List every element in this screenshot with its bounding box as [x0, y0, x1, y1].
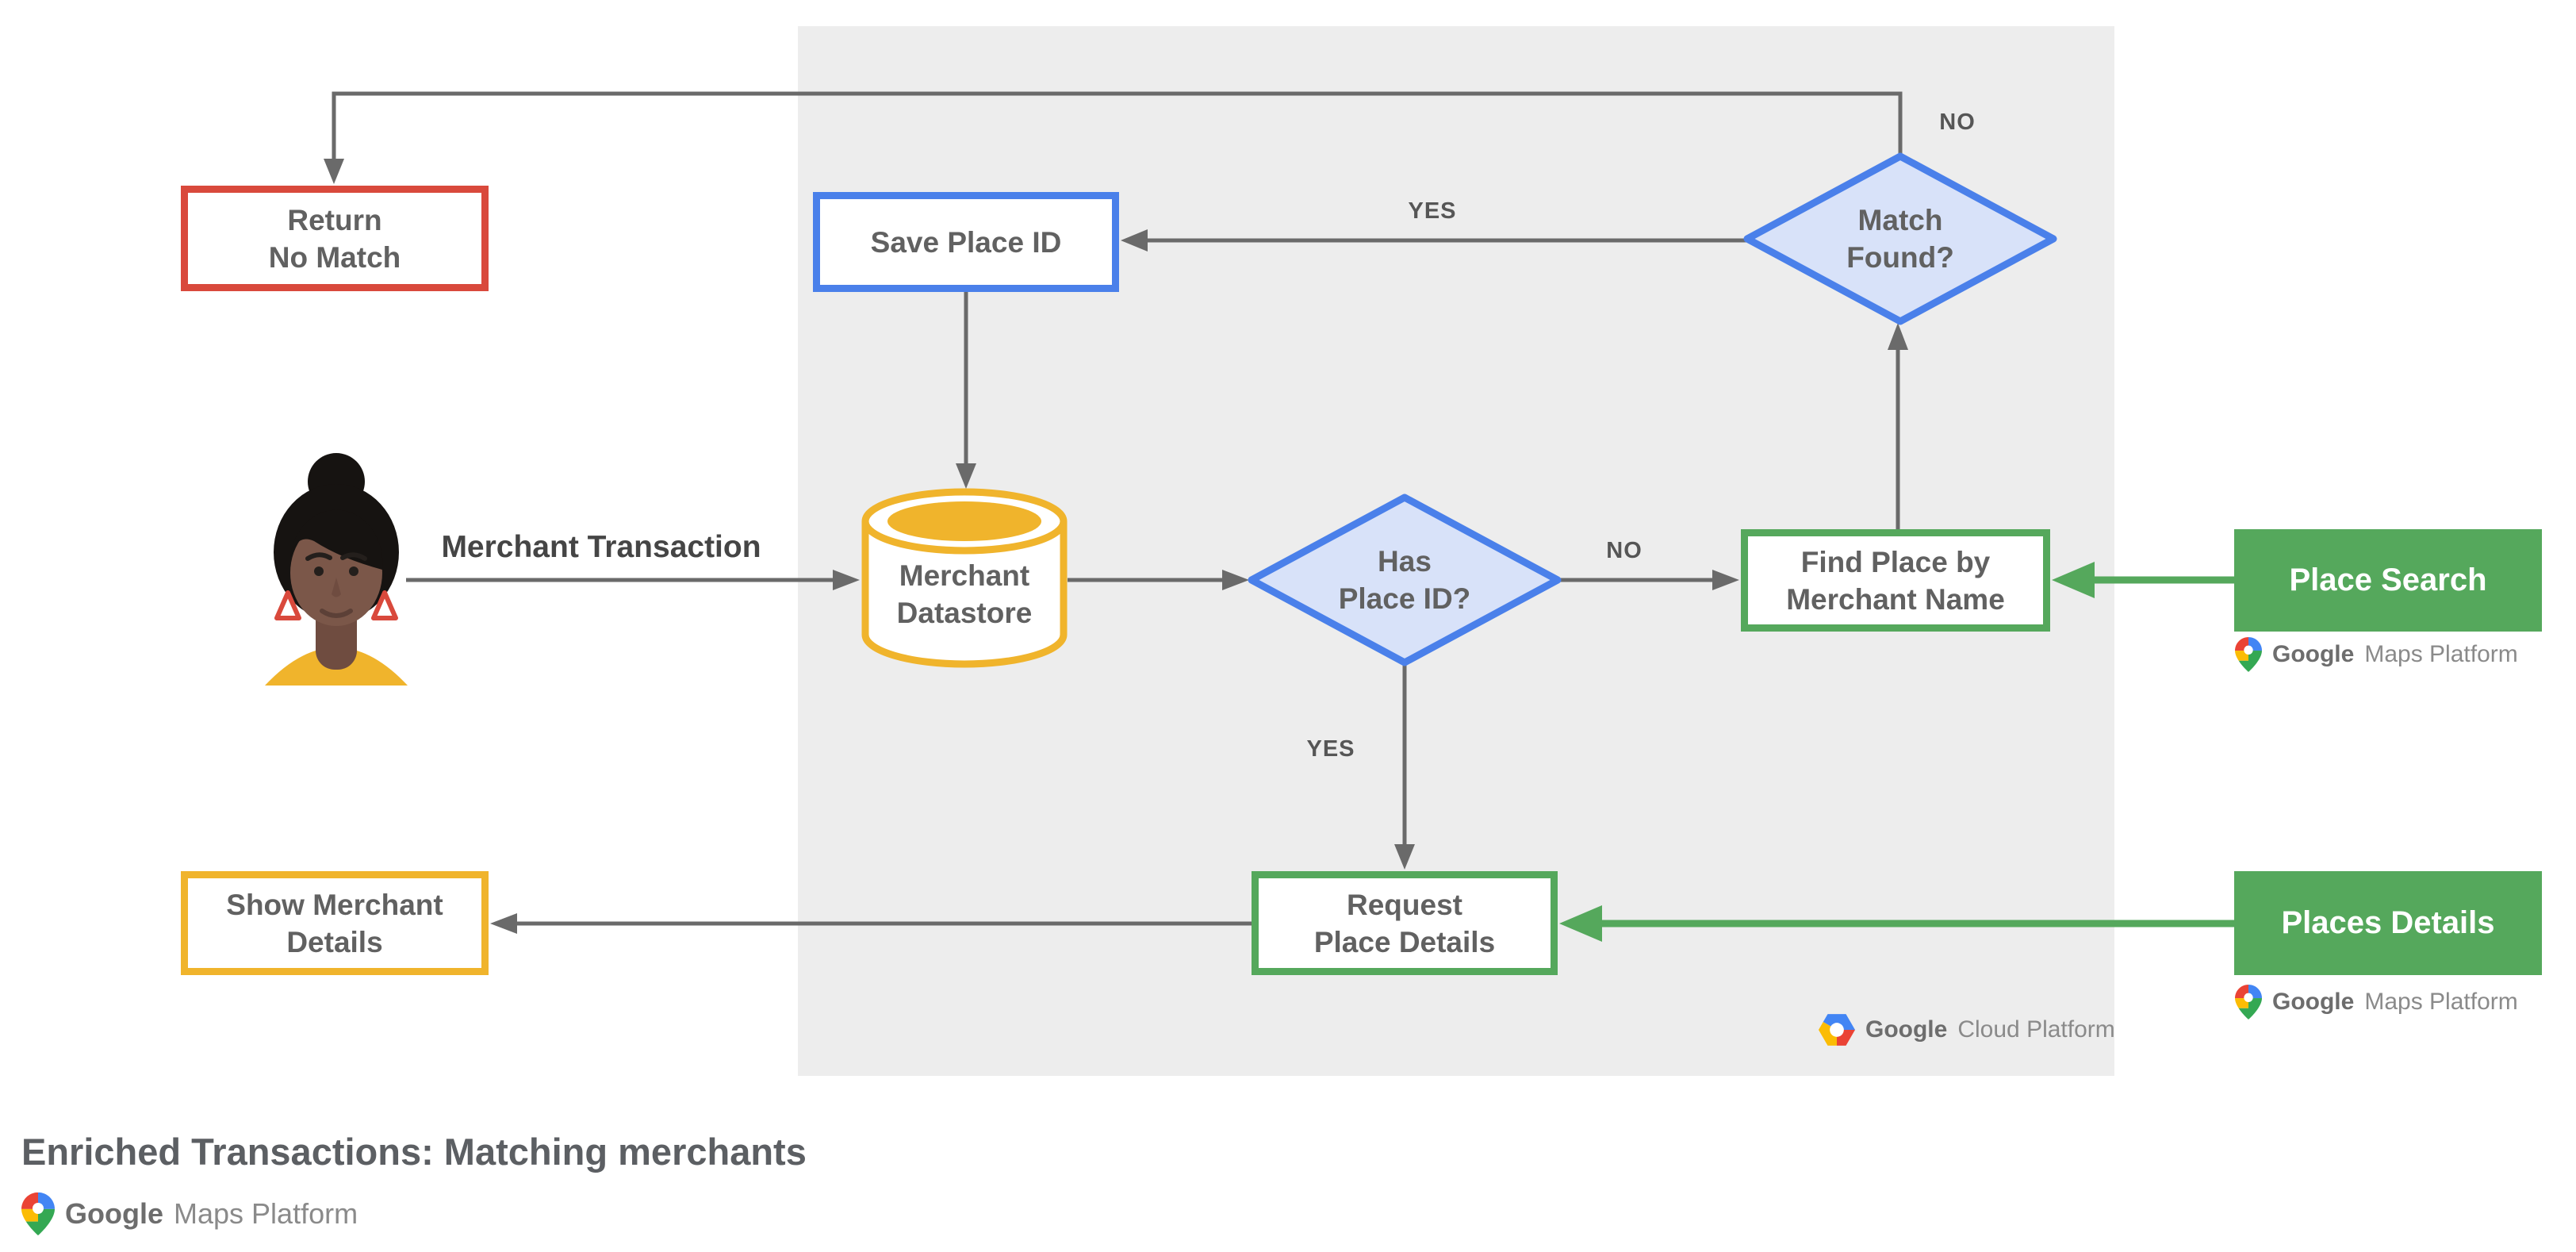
diagram-title: Enriched Transactions: Matching merchant…: [21, 1131, 807, 1173]
logo-text-product: Cloud Platform: [1957, 1016, 2115, 1043]
green-arrowheads: [1559, 562, 2095, 942]
cloud-platform-logo: Google Cloud Platform: [1819, 1014, 2115, 1046]
places-details-label: Places Details: [2281, 905, 2495, 940]
maps-pin-icon: [2235, 637, 2262, 672]
logo-text-product: Maps Platform: [2364, 989, 2518, 1015]
show-merchant-details-label-line1: Show Merchant: [226, 888, 443, 921]
logo-text-google: Google: [2272, 989, 2355, 1015]
logo-text-product: Maps Platform: [174, 1197, 358, 1230]
merchant-transaction-label: Merchant Transaction: [441, 530, 761, 564]
find-place-by-merchant-name-box: Find Place by Merchant Name: [1741, 529, 2050, 632]
merchant-datastore-cylinder: [861, 488, 1068, 668]
place-search-api-box: Place Search: [2234, 529, 2542, 632]
has-place-id-diamond: [1248, 494, 1562, 666]
save-place-id-label: Save Place ID: [870, 225, 1062, 259]
maps-platform-logo-footer: Google Maps Platform: [21, 1192, 358, 1236]
green-connectors: [1599, 576, 2234, 927]
logo-text-google: Google: [2272, 641, 2355, 667]
customer-avatar: [265, 453, 408, 686]
edge-label-no-top: NO: [1939, 109, 1976, 135]
logo-text-google: Google: [65, 1197, 163, 1230]
maps-pin-icon: [2235, 985, 2262, 1020]
match-found-diamond: [1743, 152, 2057, 325]
edge-label-yes-request: YES: [1306, 736, 1355, 762]
match-found-label: Match Found?: [1846, 204, 1954, 274]
show-merchant-details-label-line2: Details: [286, 925, 383, 958]
logo-text-google: Google: [1865, 1016, 1948, 1043]
find-place-label-line1: Find Place by: [1800, 545, 1991, 578]
save-place-id-box: Save Place ID: [813, 192, 1119, 292]
edge-label-yes-save: YES: [1408, 198, 1457, 224]
show-merchant-details-box: Show Merchant Details: [181, 871, 489, 975]
edge-no-feedback: [332, 91, 1903, 160]
request-place-details-label-line2: Place Details: [1313, 925, 1496, 958]
return-no-match-box: Return No Match: [181, 186, 489, 291]
maps-pin-icon: [21, 1192, 55, 1236]
return-no-match-label-line1: Return: [287, 203, 382, 236]
merchant-datastore-label: Merchant Datastore: [896, 559, 1033, 629]
gray-connectors: [332, 91, 1903, 926]
maps-platform-logo-places-details: Google Maps Platform: [2235, 984, 2518, 1020]
request-place-details-label-line1: Request: [1347, 888, 1462, 921]
logo-text-product: Maps Platform: [2364, 641, 2518, 667]
request-place-details-box: Request Place Details: [1252, 871, 1558, 975]
has-place-id-label: Has Place ID?: [1338, 545, 1471, 615]
gray-arrowheads: [324, 159, 1908, 934]
cloud-hexagon-icon: [1819, 1014, 1855, 1046]
places-details-api-box: Places Details: [2234, 871, 2542, 975]
find-place-label-line2: Merchant Name: [1786, 582, 2005, 616]
edge-label-no-find: NO: [1606, 538, 1643, 563]
maps-platform-logo-place-search: Google Maps Platform: [2235, 636, 2518, 673]
place-search-label: Place Search: [2289, 563, 2487, 597]
return-no-match-label-line2: No Match: [268, 240, 401, 274]
